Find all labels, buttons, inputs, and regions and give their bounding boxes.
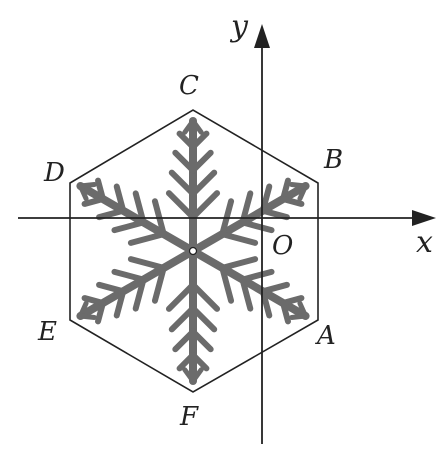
snowflake-branch xyxy=(280,196,305,207)
snowflake-branch xyxy=(219,256,259,271)
snowflake-branch xyxy=(132,276,147,312)
snowflake-branch xyxy=(165,281,196,312)
vertex-label-f: F xyxy=(179,402,199,432)
snowflake-tip xyxy=(182,118,196,135)
snowflake-branch xyxy=(127,231,167,246)
snowflake-branch xyxy=(176,130,196,150)
snowflake-branch xyxy=(168,305,196,333)
hexagon xyxy=(69,109,319,393)
snowflake-branch xyxy=(190,190,221,221)
vertex-label-a: A xyxy=(315,321,336,351)
snowflake-branch xyxy=(113,183,127,214)
snowflake-branch xyxy=(113,288,127,319)
snowflake-tip xyxy=(190,367,204,384)
snowflake-branch xyxy=(111,219,147,234)
snowflake-branch xyxy=(176,352,196,372)
snowflake-branch xyxy=(259,183,273,214)
snowflake-branch xyxy=(219,231,259,246)
snowflake-branch xyxy=(280,295,305,306)
snowflake-center xyxy=(188,246,198,256)
snowflake-branch xyxy=(239,219,275,234)
snowflake-tip xyxy=(289,182,309,189)
snowflake-branch xyxy=(219,264,235,304)
snowflake-branch xyxy=(190,169,218,197)
snowflake-branch xyxy=(190,149,214,174)
snowflake-branch xyxy=(259,207,290,221)
snowflake-arm xyxy=(189,247,310,320)
origin-label: O xyxy=(272,231,293,261)
snowflake-branch xyxy=(127,256,167,271)
x-axis-arrow xyxy=(412,210,436,226)
snowflake-branch xyxy=(95,300,106,325)
vertex-label-d: D xyxy=(43,158,65,188)
snowflake-branch xyxy=(280,300,291,325)
snowflake-branch xyxy=(168,169,196,197)
snowflake-branch xyxy=(190,130,210,150)
snowflake-branch xyxy=(96,207,127,221)
snowflake-branch xyxy=(95,177,106,202)
snowflake-branch xyxy=(190,305,218,333)
snowflake-branch xyxy=(190,328,214,353)
snowflake-branch xyxy=(280,177,291,202)
snowflake-tip xyxy=(77,183,89,202)
snowflake-branch xyxy=(172,149,196,174)
y-axis-label: y xyxy=(229,9,249,44)
x-axis-label: x xyxy=(416,225,433,260)
snowflake-arm xyxy=(76,247,197,320)
snowflake-tip xyxy=(297,300,309,319)
snowflake-branch xyxy=(259,281,290,295)
vertex-label-b: B xyxy=(323,145,343,175)
snowflake-branch xyxy=(190,281,221,312)
vertex-label-c: C xyxy=(179,71,199,101)
snowflake-branch xyxy=(111,268,147,283)
snowflake-branch xyxy=(81,295,106,306)
snowflake-branch xyxy=(81,196,106,207)
snowflake-tip xyxy=(77,313,97,320)
snowflake-branch xyxy=(239,268,275,283)
y-axis-arrow xyxy=(254,24,270,48)
snowflake-branch xyxy=(165,190,196,221)
snowflake-branch xyxy=(96,281,127,295)
snowflake-branch xyxy=(172,328,196,353)
snowflake-branch xyxy=(259,288,273,319)
snowflake-branch xyxy=(239,276,254,312)
snowflake-branch xyxy=(151,264,167,304)
snowflake-figure xyxy=(76,117,310,385)
snowflake-branch xyxy=(190,352,210,372)
vertex-label-e: E xyxy=(37,317,57,347)
